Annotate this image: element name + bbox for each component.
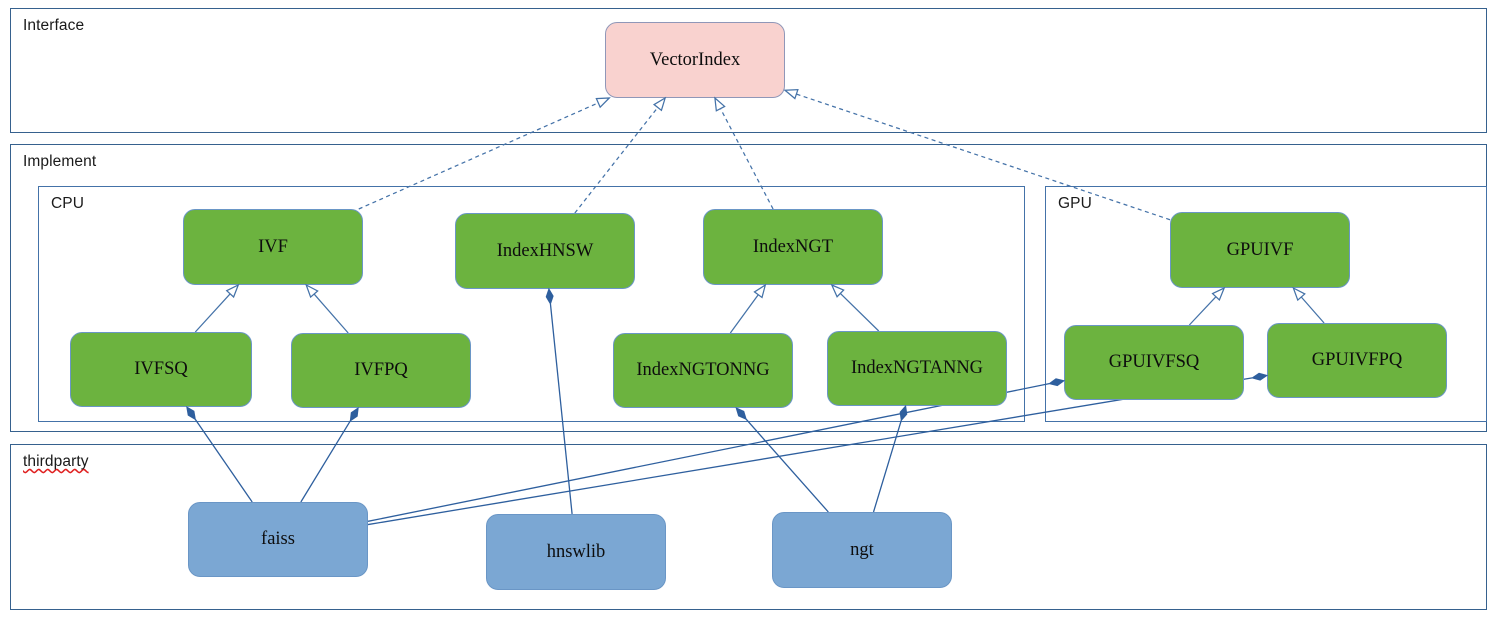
- node-label-gpuivfsq: GPUIVFSQ: [1108, 352, 1200, 373]
- node-label-vectorindex: VectorIndex: [649, 49, 741, 70]
- node-indexhnsw[interactable]: IndexHNSW: [455, 213, 635, 289]
- group-label-thirdparty: thirdparty: [23, 453, 89, 470]
- node-indexngtanng[interactable]: IndexNGTANNG: [827, 331, 1007, 406]
- node-faiss[interactable]: faiss: [188, 502, 368, 577]
- node-gpuivfsq[interactable]: GPUIVFSQ: [1064, 325, 1244, 400]
- node-label-ngt: ngt: [850, 539, 874, 560]
- node-label-ivfpq: IVFPQ: [354, 360, 408, 381]
- node-ivfpq[interactable]: IVFPQ: [291, 333, 471, 408]
- node-label-faiss: faiss: [261, 529, 295, 550]
- group-label-cpu: CPU: [51, 195, 85, 212]
- group-label-interface: Interface: [23, 17, 85, 34]
- node-ivf[interactable]: IVF: [183, 209, 363, 285]
- node-gpuivfpq[interactable]: GPUIVFPQ: [1267, 323, 1447, 398]
- node-gpuivf[interactable]: GPUIVF: [1170, 212, 1350, 288]
- node-indexngt[interactable]: IndexNGT: [703, 209, 883, 285]
- node-label-ivf: IVF: [258, 236, 288, 257]
- node-label-indexhnsw: IndexHNSW: [496, 240, 594, 261]
- node-label-hnswlib: hnswlib: [546, 541, 606, 562]
- group-label-gpu: GPU: [1058, 195, 1092, 212]
- node-label-gpuivfpq: GPUIVFPQ: [1311, 350, 1403, 371]
- group-label-implement: Implement: [23, 153, 97, 170]
- node-label-indexngtonng: IndexNGTONNG: [636, 360, 770, 381]
- node-indexngtonng[interactable]: IndexNGTONNG: [613, 333, 793, 408]
- node-label-ivfsq: IVFSQ: [134, 359, 188, 380]
- node-label-gpuivf: GPUIVF: [1226, 239, 1294, 260]
- node-ngt[interactable]: ngt: [772, 512, 952, 588]
- node-hnswlib[interactable]: hnswlib: [486, 514, 666, 590]
- node-label-indexngt: IndexNGT: [752, 236, 834, 257]
- node-vectorindex[interactable]: VectorIndex: [605, 22, 785, 98]
- node-label-indexngtanng: IndexNGTANNG: [850, 358, 984, 379]
- node-ivfsq[interactable]: IVFSQ: [70, 332, 252, 407]
